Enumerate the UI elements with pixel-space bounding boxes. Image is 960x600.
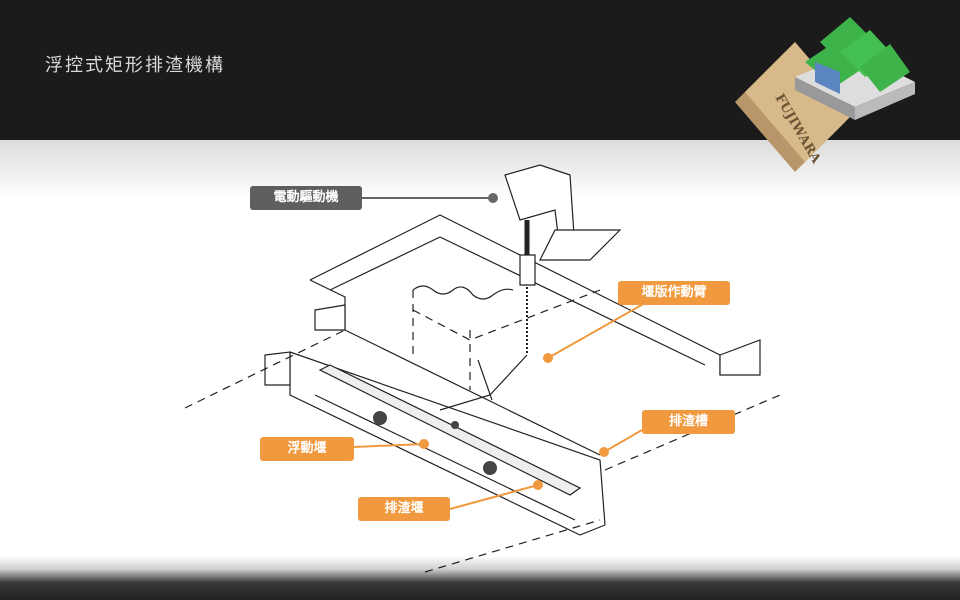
callout-slag-weir: 排渣堰 [358, 497, 450, 521]
callout-floating-weir: 浮動堰 [260, 437, 354, 461]
page-title: 浮控式矩形排渣機構 [45, 55, 225, 76]
callout-electric-drive: 電動驅動機 [250, 186, 362, 210]
callout-slag-trough: 排渣槽 [642, 410, 735, 434]
fujiwara-logo-icon: FUJIWARA [735, 17, 915, 172]
footer-band [0, 556, 960, 600]
callout-weir-arm: 堰版作動臂 [618, 281, 730, 305]
